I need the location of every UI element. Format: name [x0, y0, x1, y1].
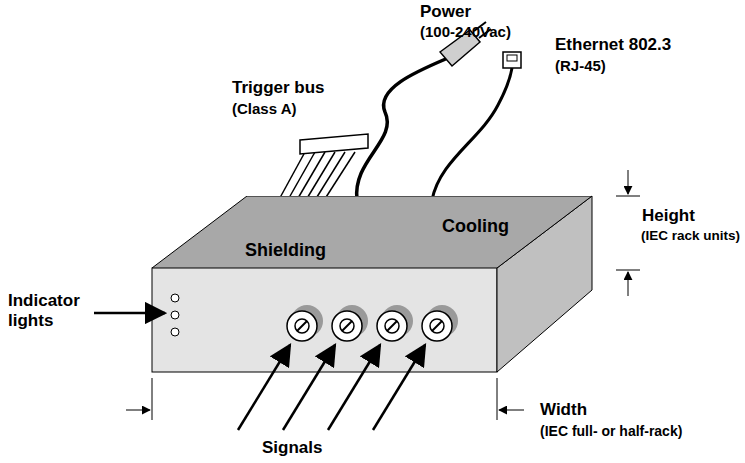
width-dimension	[126, 378, 524, 420]
ethernet-cable	[432, 68, 512, 200]
power-cable	[357, 58, 448, 200]
panel-feature-label: Cooling	[442, 216, 509, 237]
front-panel	[152, 268, 497, 372]
panel-outline	[152, 196, 592, 268]
bnc-connector	[377, 305, 413, 341]
top-face	[152, 196, 592, 268]
rj45-latch	[507, 55, 517, 61]
rj45-plug	[503, 52, 521, 68]
dimension-note: (IEC full- or half-rack)	[540, 423, 682, 439]
bus-label: Trigger bus	[232, 78, 325, 98]
dimension-label: Height	[642, 206, 695, 226]
indicator-label: Indicator lights	[8, 291, 92, 330]
instrument-top-panel: Shielding Cooling	[152, 196, 592, 268]
connector-type: (RJ-45)	[555, 57, 606, 74]
bnc-connector	[287, 305, 323, 341]
indicator-light	[171, 311, 179, 319]
power-rating: (100-240Vac)	[420, 23, 511, 40]
signal-arrows	[238, 345, 425, 430]
trigger-connector	[300, 134, 368, 154]
dimension-note: (IEC rack units)	[641, 228, 740, 244]
height-dimension	[616, 170, 640, 296]
indicator-light	[171, 294, 179, 302]
dimension-label: Width	[540, 400, 587, 420]
leader-arrow	[94, 312, 165, 315]
power-label: Power	[420, 2, 471, 22]
bnc-connector	[422, 305, 458, 341]
signals-label: Signals	[262, 438, 322, 458]
indicator-light	[171, 328, 179, 336]
network-label: Ethernet 802.3	[555, 35, 671, 55]
panel-feature-label: Shielding	[245, 240, 326, 261]
bnc-connector	[332, 305, 368, 341]
bus-class: (Class A)	[232, 100, 296, 117]
